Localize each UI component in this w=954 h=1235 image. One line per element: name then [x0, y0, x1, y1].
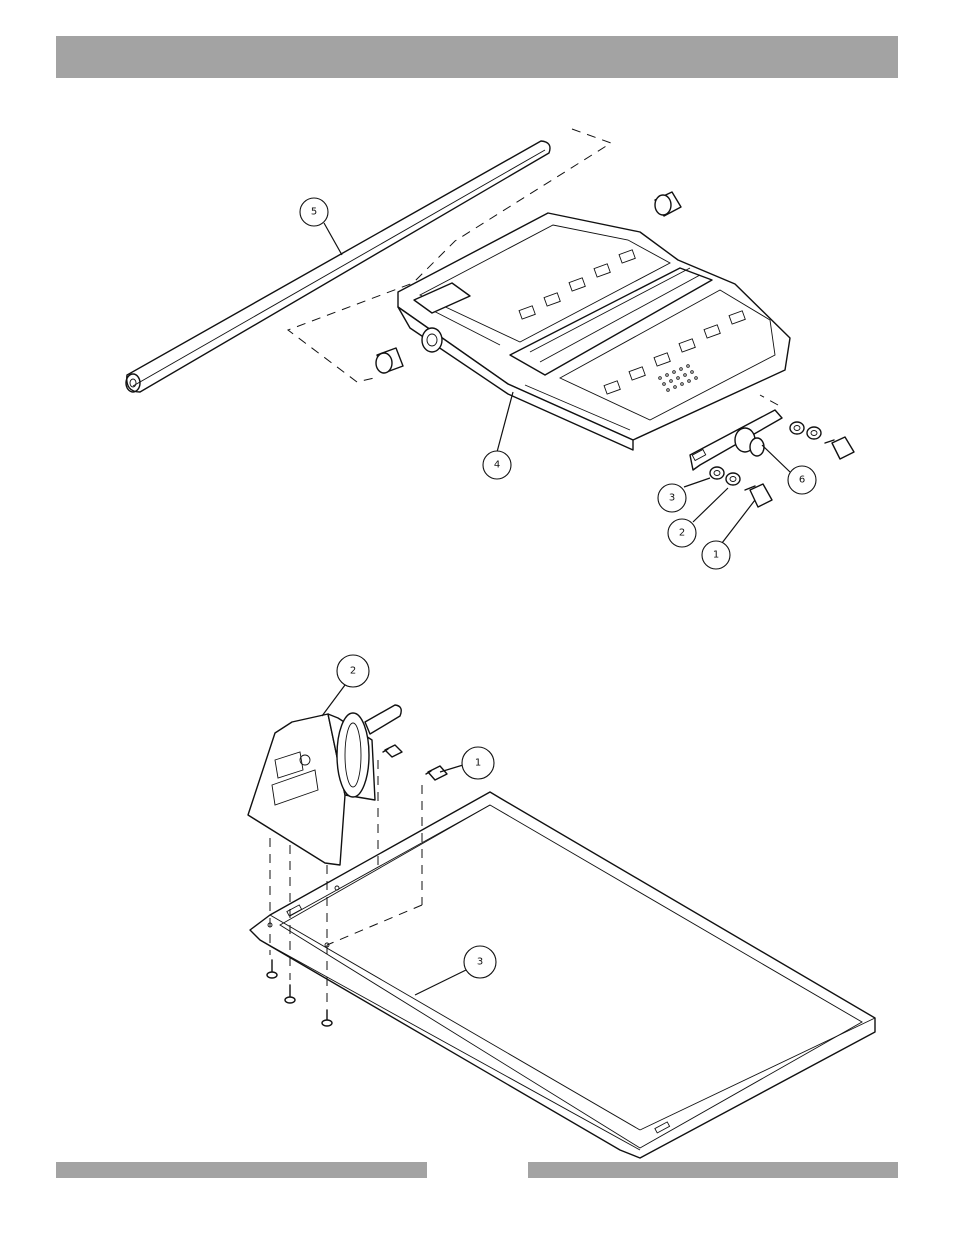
callout-3-label: 3: [669, 493, 675, 504]
lower-exploded-view: 2 1 3: [248, 655, 875, 1158]
footer-bar-left: [56, 1162, 427, 1178]
bushing-bottom: [376, 348, 403, 373]
screw-fasteners-1: [383, 745, 447, 780]
callout-5: 5: [300, 198, 328, 226]
footer-bar-right: [528, 1162, 898, 1178]
lower-callout-3: 3: [464, 946, 496, 978]
callout-3: 3: [658, 484, 686, 512]
lower-callout-1-label: 1: [475, 758, 481, 769]
lower-callout-2-label: 2: [350, 666, 356, 677]
lower-callout-1: 1: [462, 747, 494, 779]
callout-2-label: 2: [679, 528, 685, 539]
callout-4-label: 4: [494, 460, 500, 471]
lower-callout-2: 2: [337, 655, 369, 687]
upper-exploded-view: 5 4 6 3 2 1: [126, 129, 854, 569]
cart-tray-part: [398, 213, 790, 450]
callout-1-label: 1: [713, 550, 719, 561]
bushing-top: [655, 192, 681, 216]
callout-4: 4: [483, 451, 511, 479]
callout-2: 2: [668, 519, 696, 547]
callout-5-label: 5: [311, 207, 317, 218]
callout-1: 1: [702, 541, 730, 569]
frame-part: [250, 792, 875, 1158]
lower-callout-3-label: 3: [477, 957, 483, 968]
callout-6-label: 6: [799, 475, 805, 486]
callout-6: 6: [788, 466, 816, 494]
